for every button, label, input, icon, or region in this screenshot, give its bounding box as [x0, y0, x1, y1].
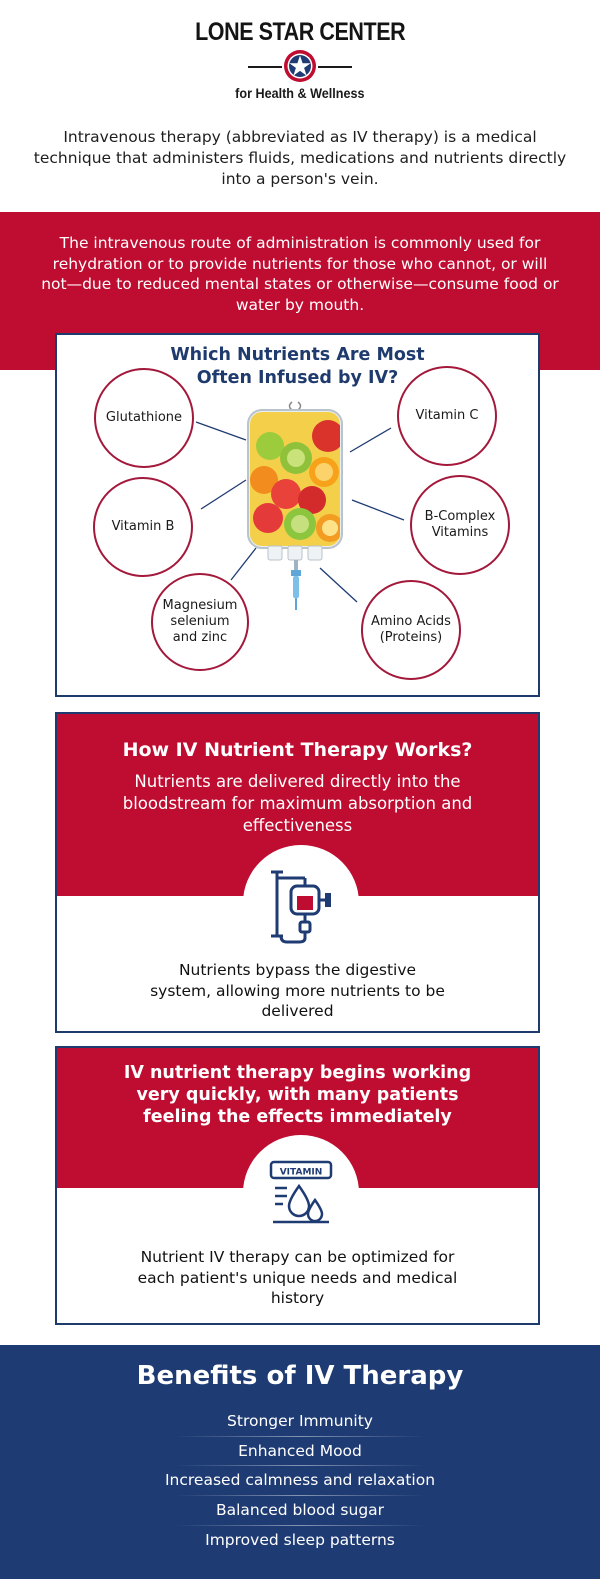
nutrient-label-line1: Magnesium — [162, 598, 238, 613]
quick-effect-icon-bump — [243, 1135, 359, 1251]
intro-text: Intravenous therapy (abbreviated as IV t… — [33, 128, 567, 188]
benefit-divider — [175, 1524, 425, 1526]
benefit-item: Balanced blood sugar — [0, 1496, 600, 1526]
benefit-label: Increased calmness and relaxation — [164, 1471, 436, 1490]
nutrients-title-line1: Which Nutrients Are Most — [170, 345, 425, 365]
nutrient-vitamin-b: Vitamin B — [93, 477, 193, 577]
nutrient-label: Vitamin C — [415, 408, 479, 423]
quick-effect-body: Nutrient IV therapy can be optimized for… — [137, 1248, 458, 1307]
nutrient-magnesium-selenium-zinc: Magnesium selenium and zinc — [151, 573, 249, 671]
nutrient-label-line3: and zinc — [172, 630, 228, 645]
brand-line-left — [248, 66, 282, 68]
benefit-label: Improved sleep patterns — [205, 1530, 395, 1549]
quick-effect-title: IV nutrient therapy begins working very … — [123, 1063, 472, 1127]
benefit-divider — [175, 1465, 425, 1467]
how-it-works-title: How IV Nutrient Therapy Works? — [122, 739, 473, 761]
how-it-works-subtitle: Nutrients are delivered directly into th… — [122, 772, 473, 835]
iv-drip-icon — [271, 870, 331, 944]
nutrient-label-line2: selenium — [170, 614, 230, 629]
nutrients-title: Which Nutrients Are Most Often Infused b… — [55, 344, 540, 390]
vitamin-icon-label: VITAMIN — [280, 1168, 323, 1178]
nutrient-label-line1: Amino Acids — [371, 614, 451, 629]
nutrients-title-line2: Often Infused by IV? — [196, 368, 399, 388]
benefit-item: Enhanced Mood — [0, 1437, 600, 1467]
vitamin-drop-icon: VITAMIN — [269, 1160, 333, 1224]
benefit-divider — [175, 1495, 425, 1497]
benefit-label: Enhanced Mood — [238, 1441, 362, 1460]
red-band-text: The intravenous route of administration … — [41, 234, 559, 314]
benefit-item: Stronger Immunity — [0, 1407, 600, 1437]
brand-title: LONE STAR CENTER — [194, 18, 406, 46]
how-it-works-body: Nutrients bypass the digestive system, a… — [150, 961, 445, 1020]
benefit-label: Balanced blood sugar — [215, 1501, 385, 1520]
brand-line-right — [318, 66, 352, 68]
benefits-section: Benefits of IV Therapy Stronger Immunity… — [0, 1345, 600, 1579]
brand-mark — [0, 49, 600, 83]
benefits-list: Stronger Immunity Enhanced Mood Increase… — [0, 1407, 600, 1555]
nutrient-amino-acids: Amino Acids (Proteins) — [361, 580, 461, 680]
nutrient-label: Vitamin B — [111, 519, 175, 534]
how-it-works-card: How IV Nutrient Therapy Works? Nutrients… — [55, 712, 540, 1033]
nutrient-label-line2: (Proteins) — [379, 630, 443, 645]
iv-fruit-bag-icon — [247, 401, 343, 610]
nutrient-vitamin-c: Vitamin C — [397, 366, 497, 466]
brand-logo: LONE STAR CENTER for Health & Wellness — [0, 18, 600, 102]
benefit-label: Stronger Immunity — [227, 1412, 373, 1430]
nutrient-label: Glutathione — [105, 410, 183, 425]
nutrient-glutathione: Glutathione — [94, 368, 194, 468]
nutrient-label-line2: Vitamins — [431, 525, 489, 540]
benefits-title: Benefits of IV Therapy — [136, 1361, 464, 1391]
brand-subtitle: for Health & Wellness — [235, 85, 365, 101]
nutrient-b-complex: B-Complex Vitamins — [410, 475, 510, 575]
nutrient-label-line1: B-Complex — [424, 509, 496, 524]
benefit-item: Improved sleep patterns — [0, 1526, 600, 1556]
benefit-divider — [175, 1435, 425, 1437]
benefit-item: Increased calmness and relaxation — [0, 1466, 600, 1497]
quick-effect-card: IV nutrient therapy begins working very … — [55, 1046, 540, 1325]
star-emblem-icon — [284, 50, 316, 82]
